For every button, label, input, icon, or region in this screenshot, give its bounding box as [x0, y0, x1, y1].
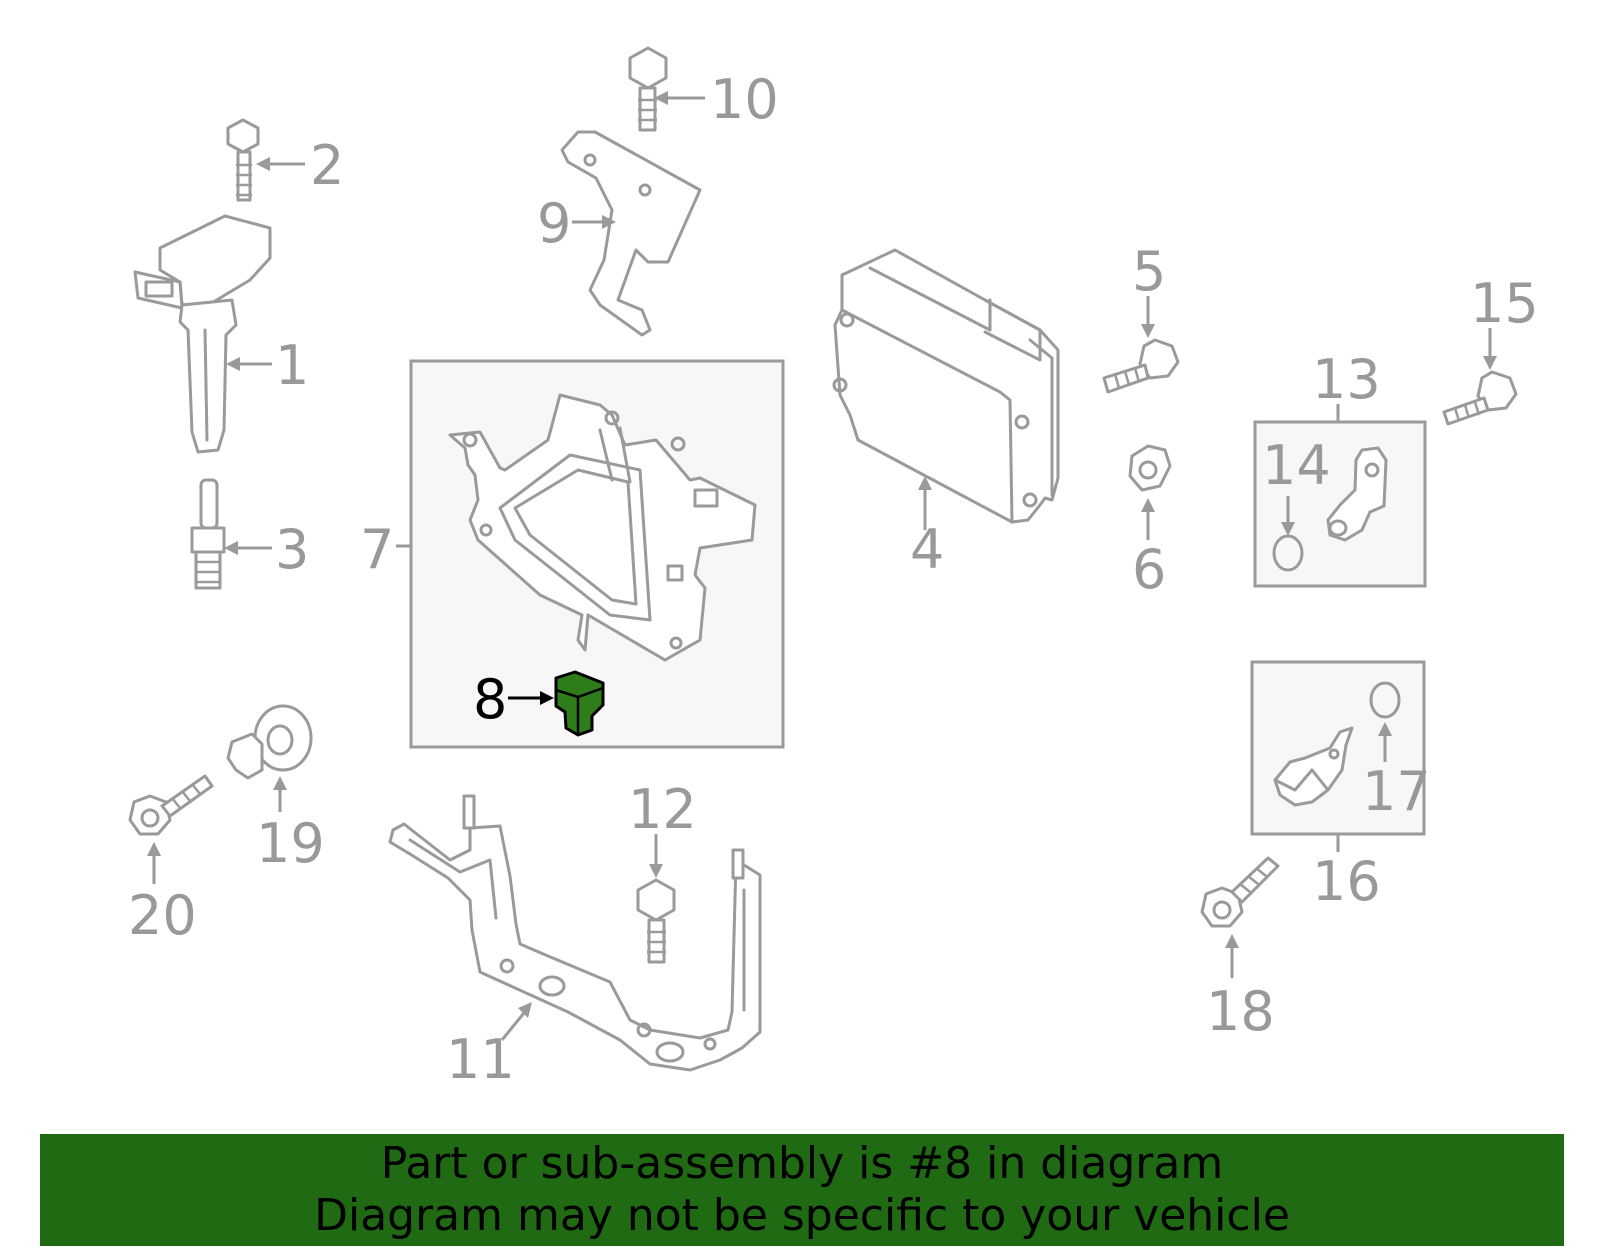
part-12-bolt[interactable] [636, 878, 676, 964]
leader-15 [1483, 328, 1497, 370]
part-13-cam-sensor[interactable] [1326, 446, 1388, 542]
callout-20[interactable]: 20 [128, 884, 197, 947]
part-1-ignition-coil[interactable] [133, 214, 272, 454]
part-2-bolt[interactable] [226, 118, 260, 202]
callout-9[interactable]: 9 [537, 192, 571, 255]
callout-6[interactable]: 6 [1132, 538, 1166, 601]
part-8-clip-highlighted[interactable] [554, 670, 605, 737]
leader-9 [572, 215, 616, 229]
leader-20 [147, 842, 161, 884]
callout-5[interactable]: 5 [1132, 240, 1166, 303]
part-15-bolt[interactable] [1442, 370, 1518, 426]
part-18-bolt[interactable] [1200, 856, 1280, 928]
callout-16[interactable]: 16 [1312, 850, 1381, 913]
part-7-ecu-bracket[interactable] [448, 393, 757, 662]
part-9-bracket[interactable] [560, 130, 702, 337]
leader-6 [1141, 498, 1155, 540]
callout-8[interactable]: 8 [473, 668, 507, 731]
info-banner: Part or sub-assembly is #8 in diagram Di… [40, 1134, 1564, 1246]
part-6-nut[interactable] [1128, 444, 1172, 492]
part-3-spark-plug[interactable] [190, 478, 226, 590]
leader-12 [649, 834, 663, 878]
callout-18[interactable]: 18 [1206, 980, 1275, 1043]
callout-13[interactable]: 13 [1312, 348, 1381, 411]
leader-1 [226, 357, 272, 371]
banner-line-1: Part or sub-assembly is #8 in diagram [380, 1138, 1224, 1189]
callout-1[interactable]: 1 [275, 334, 309, 397]
leader-3 [224, 541, 272, 555]
leader-18 [1225, 934, 1239, 978]
part-17-o-ring[interactable] [1369, 681, 1401, 719]
leader-4 [918, 476, 932, 530]
parts-diagram: 2 1 3 10 [128, 46, 1539, 1091]
callout-12[interactable]: 12 [628, 778, 697, 841]
callout-7[interactable]: 7 [360, 518, 394, 581]
callout-4[interactable]: 4 [910, 518, 944, 581]
part-10-bolt[interactable] [628, 46, 668, 132]
leader-2 [256, 157, 305, 171]
part-19-knock-sensor[interactable] [226, 704, 313, 780]
callout-11[interactable]: 11 [446, 1028, 515, 1091]
part-20-bolt[interactable] [128, 774, 214, 836]
part-11-lower-bracket[interactable] [388, 794, 762, 1072]
callout-2[interactable]: 2 [310, 134, 344, 197]
part-16-crank-sensor[interactable] [1273, 726, 1354, 807]
part-4-ecu-module[interactable] [832, 248, 1060, 524]
part-5-bolt[interactable] [1102, 338, 1180, 394]
leader-17 [1378, 722, 1392, 762]
leader-14 [1281, 496, 1295, 536]
leader-8 [508, 691, 554, 705]
leader-11 [500, 1002, 532, 1041]
callout-15[interactable]: 15 [1470, 272, 1539, 335]
callout-17[interactable]: 17 [1362, 760, 1431, 823]
leader-19 [273, 776, 287, 812]
callout-10[interactable]: 10 [710, 68, 779, 131]
leader-5 [1141, 296, 1155, 338]
banner-line-2: Diagram may not be specific to your vehi… [314, 1190, 1290, 1241]
callout-14[interactable]: 14 [1262, 434, 1331, 497]
callout-3[interactable]: 3 [275, 518, 309, 581]
callout-19[interactable]: 19 [256, 812, 325, 875]
leader-10 [654, 91, 705, 105]
